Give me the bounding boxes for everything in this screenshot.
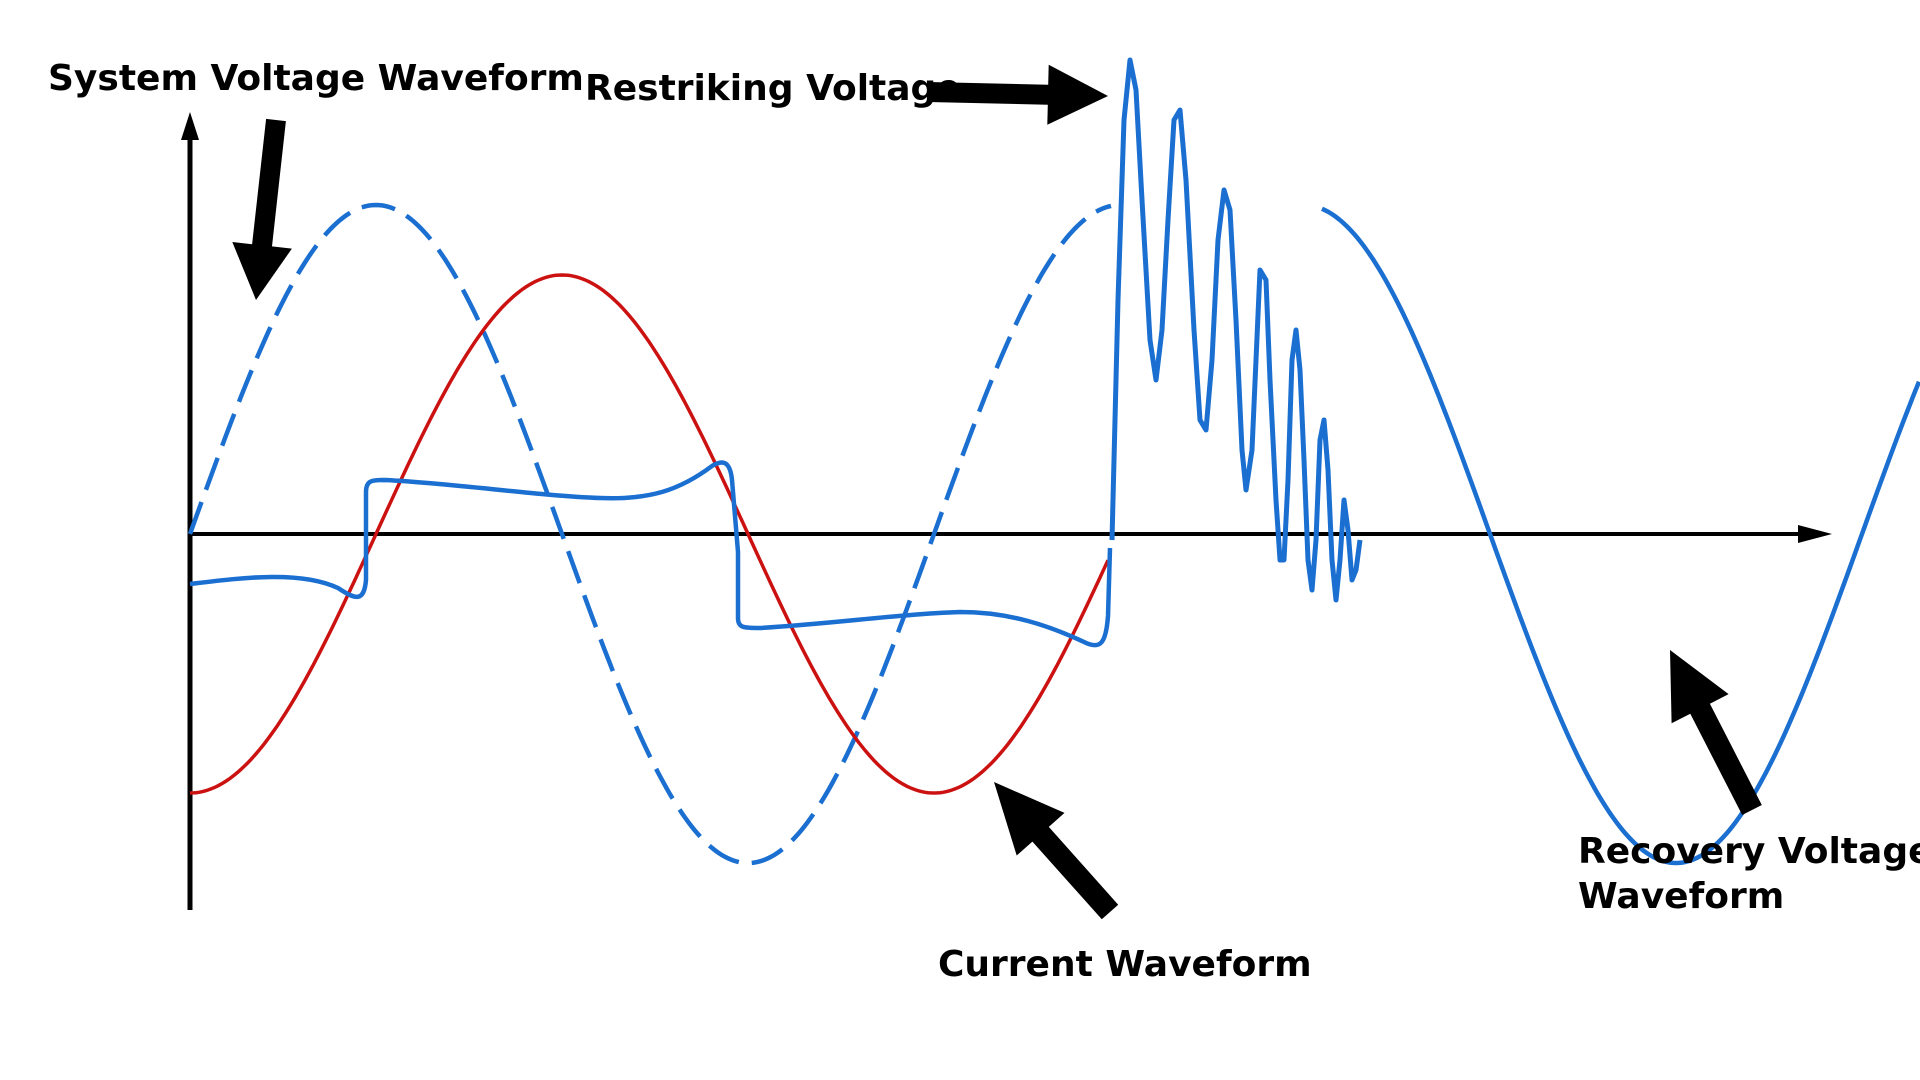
axes xyxy=(181,112,1832,910)
restriking-voltage-label: Restriking Voltage xyxy=(585,68,961,109)
restriking-voltage-arrow xyxy=(927,64,1108,125)
recovery-voltage-waveform xyxy=(1321,206,1920,866)
recovery-voltage-label-line1: Recovery Voltage xyxy=(1578,831,1920,872)
x-axis-arrowhead xyxy=(1798,525,1832,543)
system-voltage-label: System Voltage Waveform xyxy=(48,58,584,99)
y-axis-arrowhead xyxy=(181,112,199,140)
current-waveform xyxy=(189,273,1110,795)
restriking-voltage-oscillation xyxy=(1109,57,1363,603)
recovery-voltage-label: Recovery Voltage Waveform xyxy=(1578,829,1920,919)
system-voltage-waveform xyxy=(187,202,1112,866)
current-waveform-label: Current Waveform xyxy=(938,944,1312,985)
pointer-arrows xyxy=(232,64,1762,920)
arc-voltage-waveform xyxy=(189,460,1113,648)
recovery-voltage-label-line2: Waveform xyxy=(1578,876,1785,917)
system-voltage-arrow xyxy=(232,118,292,301)
current-waveform-arrow xyxy=(994,782,1119,920)
recovery-voltage-arrow xyxy=(1670,650,1762,815)
